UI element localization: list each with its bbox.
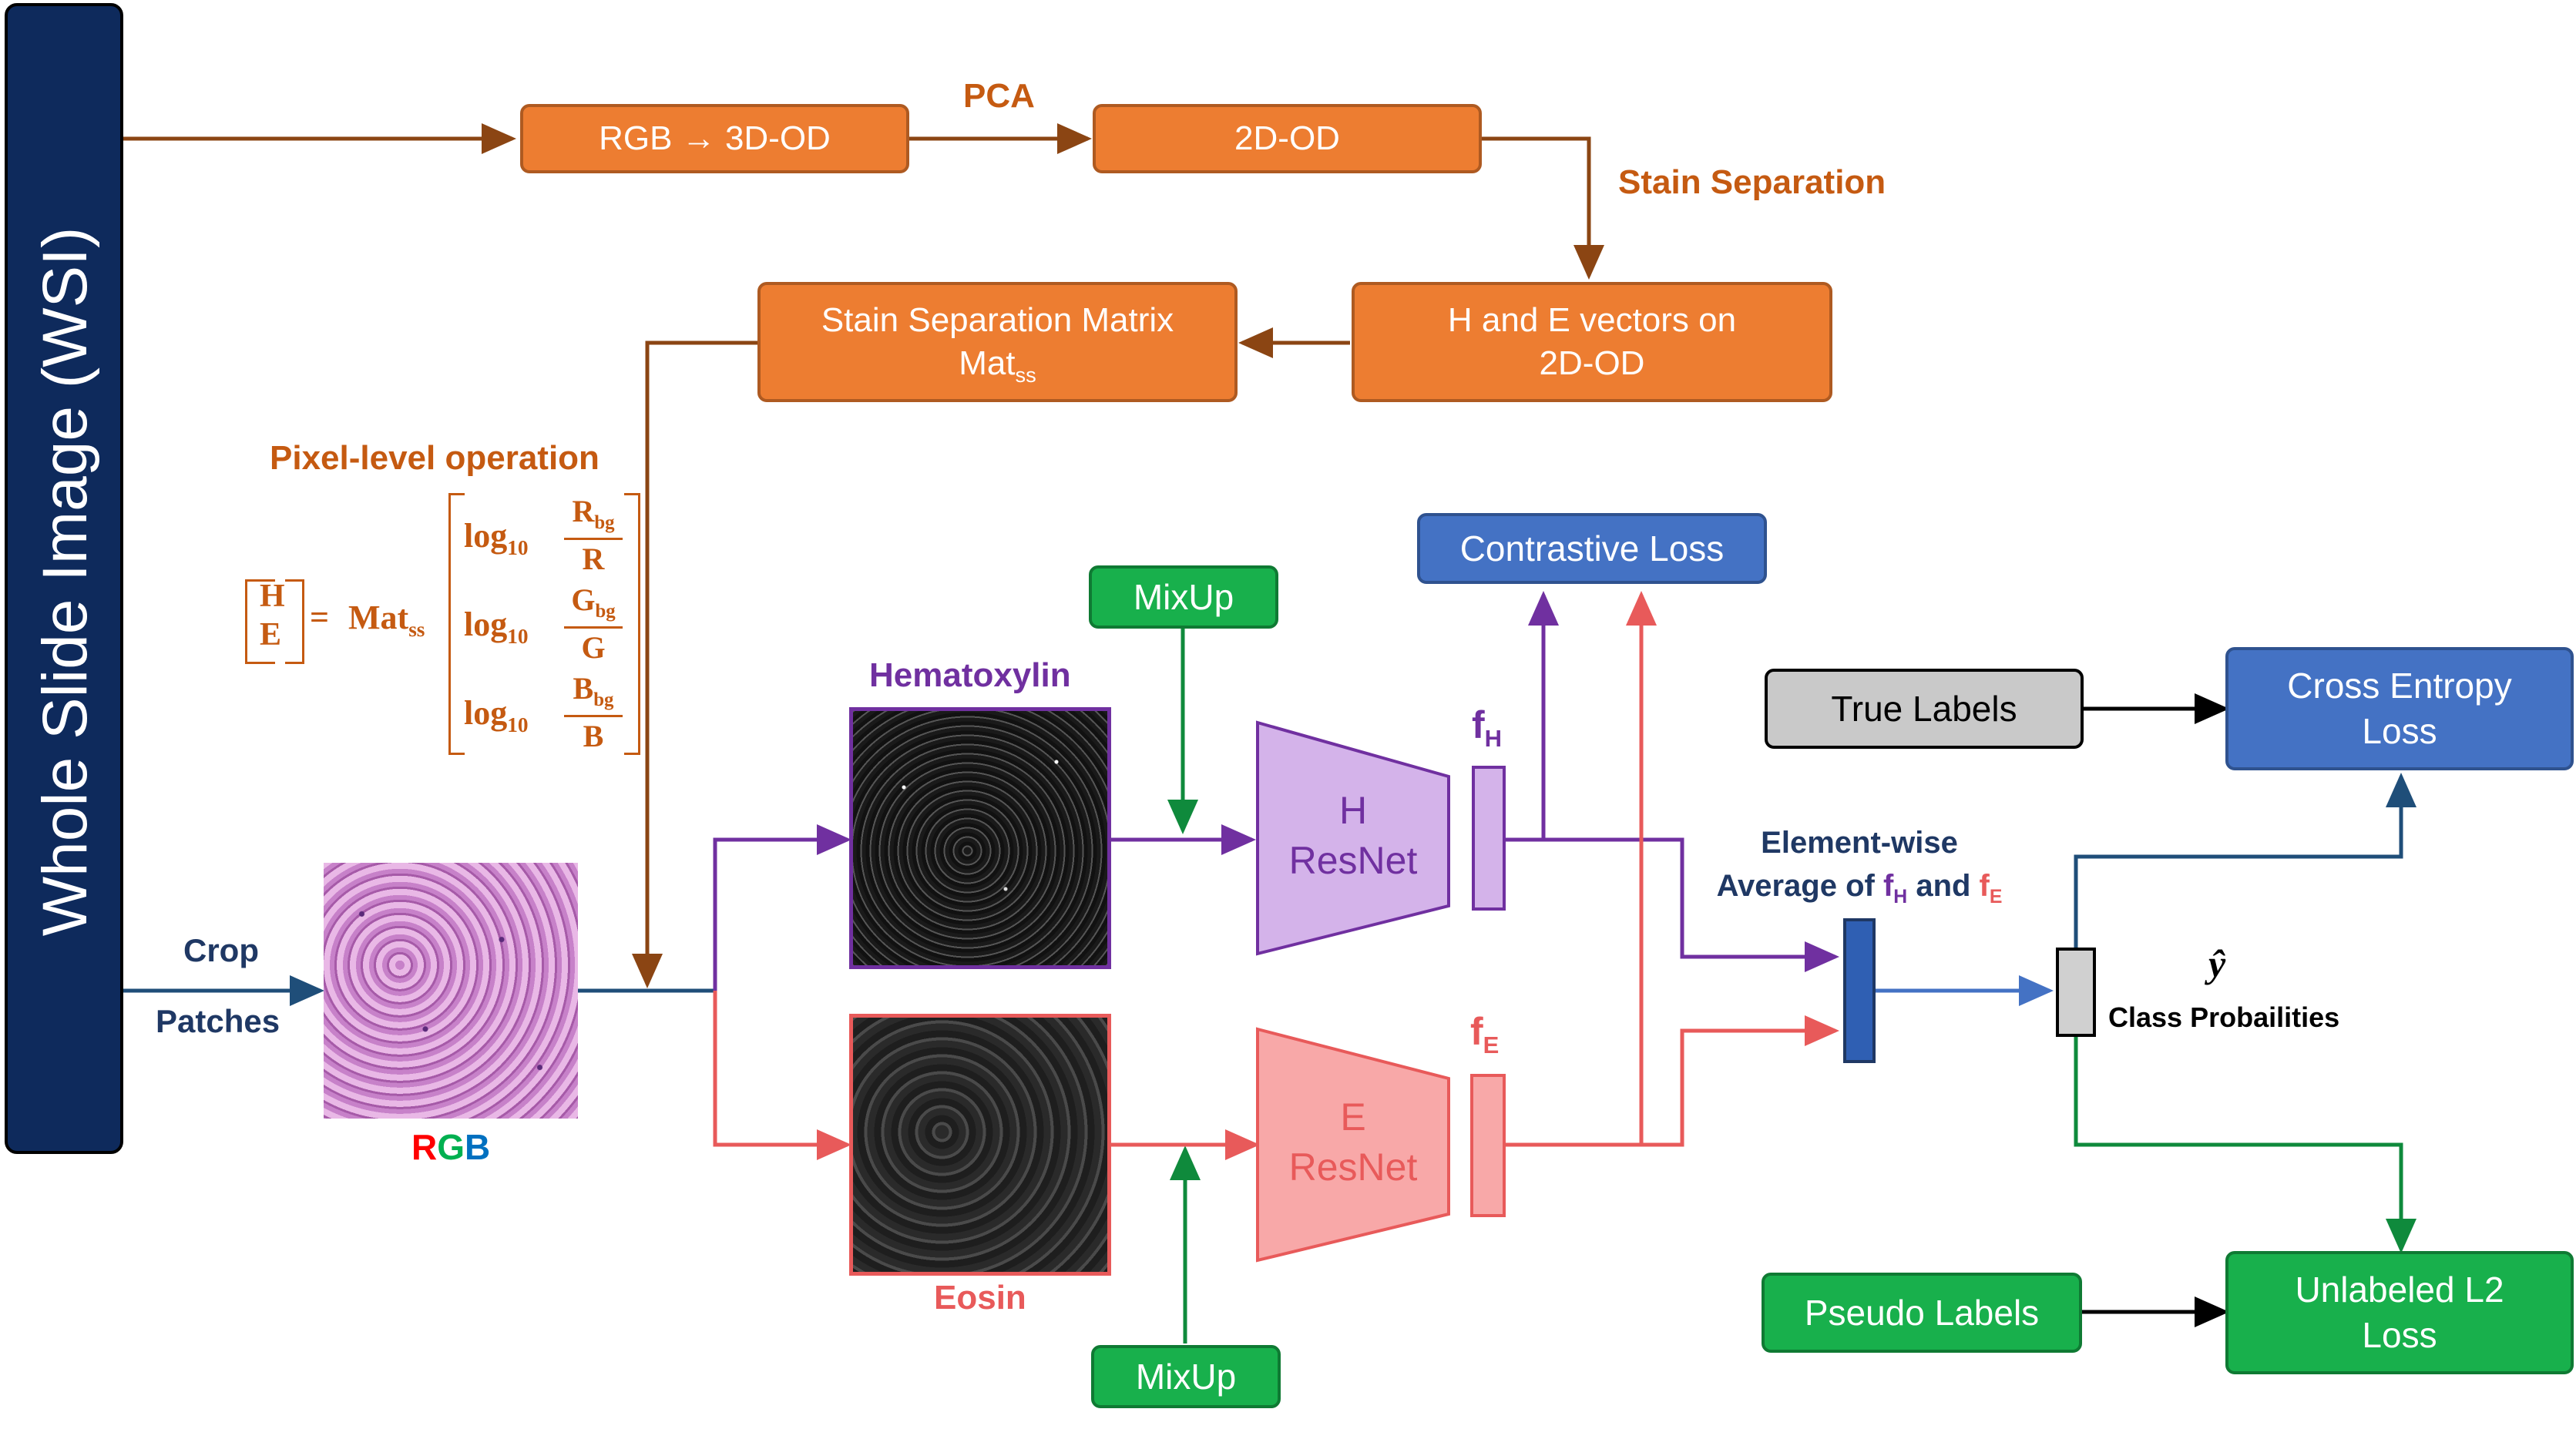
arrow-fh-to-fusion [1543,837,1839,972]
arrow-classprob-to-crossentropy [2074,773,2416,949]
mixup-top-label: MixUp [1133,576,1234,617]
unlabeled-l2-line1: Unlabeled L2 [2295,1270,2504,1310]
unlabeled-l2-loss-box: Unlabeled L2 Loss [2225,1251,2574,1374]
arrow-split-to-eosin [713,991,851,1160]
arrow-split-to-hematoxylin [713,824,851,991]
fusion-feature-bar [1843,918,1876,1063]
rgb-to-3d-od-label: RGB → 3D-OD [599,119,831,157]
e-resnet-label: E ResNet [1288,1095,1418,1189]
crop-label: Crop [183,932,259,968]
hematoxylin-label: Hematoxylin [869,656,1071,694]
he-vectors-line1: H and E vectors on [1447,300,1737,339]
rgb-patch-image [324,863,578,1119]
fe-label: fE [1470,1010,1500,1058]
he-vectors-box: H and E vectors on 2D-OD [1352,282,1832,402]
arrow-matrix-to-patch-line [632,340,757,988]
true-labels-box: True Labels [1765,669,2084,749]
stain-matrix-box: Stain Separation Matrix Matss [757,282,1238,402]
arrow-fh-to-contrastive [1504,591,1559,842]
rgb-caption: RGB [411,1127,491,1167]
e-resnet-trapezoid [1256,1027,1450,1263]
formula-rhs-bracket-right [624,493,640,755]
eosin-label: Eosin [934,1279,1026,1317]
stain-separation-formula: H E = Matss log10 Rbg R log10 Gbg G log1… [239,485,640,755]
2d-od-label: 2D-OD [1234,119,1340,157]
pseudo-labels-box: Pseudo Labels [1762,1273,2082,1353]
unlabeled-l2-line2: Loss [2362,1315,2437,1355]
formula-equals: = [310,599,330,636]
stain-matrix-line1: Stain Separation Matrix [821,300,1174,339]
pca-label: PCA [963,77,1035,115]
stain-separation-label: Stain Separation [1618,163,1886,201]
pseudo-labels-label: Pseudo Labels [1804,1292,2040,1333]
mixup-bottom-box: MixUp [1091,1345,1281,1408]
arrow-2dod-to-hevectors [1481,136,1604,280]
true-labels-label: True Labels [1831,688,2017,729]
formula-lhs-bracket-right [285,579,304,664]
fh-feature-bar [1472,766,1506,911]
arrow-fe-to-fusion [1641,1015,1839,1147]
hematoxylin-patch-image [849,707,1111,969]
yhat-label: ŷ [2208,942,2226,985]
formula-lhs-e: E [260,617,282,652]
eosin-patch-image [849,1014,1111,1276]
rgb-to-3d-od-box: RGB → 3D-OD [520,104,909,173]
pixel-level-operation-title: Pixel-level operation [270,439,599,477]
formula-row-g: log10 Gbg G [464,582,626,666]
cross-entropy-loss-box: Cross Entropy Loss [2225,647,2574,770]
fh-label: fH [1472,703,1503,752]
formula-row-b: log10 Bbg B [464,670,626,755]
arrow-fe-to-contrastive [1504,591,1657,1147]
2d-od-box: 2D-OD [1093,104,1482,173]
stain-matrix-line2: Matss [959,344,1036,387]
wsi-block: Whole Slide Image (WSI) [5,3,123,1154]
he-vectors-line2: 2D-OD [1539,344,1645,382]
patches-label: Patches [156,1003,280,1039]
formula-rhs-bracket-left [448,493,465,755]
arrow-classprob-to-unlabeled [2074,1035,2416,1253]
fusion-caption: Element-wise Average of fH and fE [1716,826,2003,907]
wsi-label: Whole Slide Image (WSI) [30,226,100,937]
contrastive-loss-box: Contrastive Loss [1417,513,1767,584]
cross-entropy-line2: Loss [2362,711,2437,751]
h-resnet-label: H ResNet [1288,789,1418,882]
class-probabilities-label: Class Probailities [2108,1001,2340,1033]
formula-lhs-bracket [245,579,275,664]
formula-lhs-h: H [260,579,285,614]
fe-feature-bar [1470,1074,1506,1217]
class-prob-bar [2056,948,2096,1037]
formula-row-r: log10 Rbg R [464,493,626,578]
mixup-bottom-label: MixUp [1135,1356,1237,1397]
contrastive-loss-label: Contrastive Loss [1459,528,1725,569]
formula-mat: Matss [348,599,425,641]
cross-entropy-line1: Cross Entropy [2287,666,2512,706]
h-resnet-trapezoid [1256,720,1450,956]
mixup-top-box: MixUp [1089,565,1278,629]
